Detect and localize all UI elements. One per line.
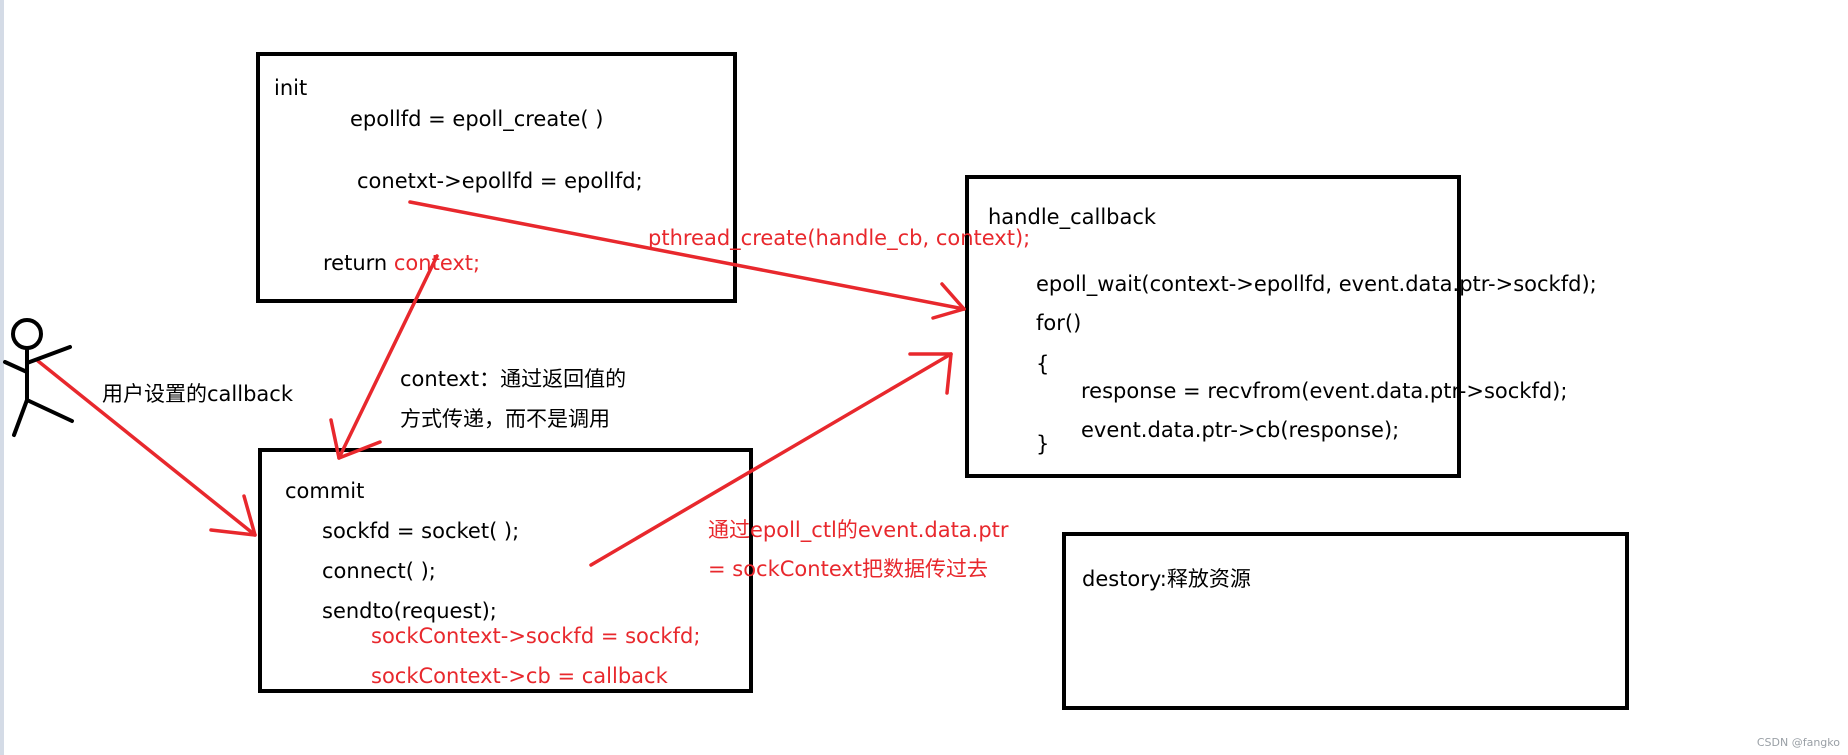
handle-callback-for-line: for() — [1036, 311, 1082, 335]
handle-callback-recvfrom-line: response = recvfrom(event.data.ptr->sock… — [1081, 379, 1568, 403]
init-epoll-create-line: epollfd = epoll_create( ) — [350, 107, 604, 131]
arrow-context-to-commit — [329, 254, 439, 460]
handle-callback-close-brace: } — [1036, 432, 1050, 456]
epoll-ctl-note-line1: 通过epoll_ctl的event.data.ptr — [708, 518, 1009, 542]
pthread-create-label: pthread_create(handle_cb, context); — [648, 226, 1031, 250]
arrow-user-to-commit — [36, 359, 257, 537]
commit-sendto-line: sendto(request); — [322, 599, 497, 623]
stick-figure-user-icon — [3, 318, 74, 437]
commit-socket-line: sockfd = socket( ); — [322, 519, 520, 543]
handle-callback-title: handle_callback — [988, 205, 1157, 229]
commit-connect-line: connect( ); — [322, 559, 436, 583]
commit-title: commit — [285, 479, 365, 503]
handle-callback-box — [965, 175, 1461, 478]
epoll-ctl-note-line2: = sockContext把数据传过去 — [708, 557, 989, 581]
arrow-init-to-handle-callback — [408, 200, 966, 320]
init-return-context: context; — [393, 251, 481, 275]
commit-sockcontext-sockfd-line: sockContext->sockfd = sockfd; — [371, 624, 701, 648]
handle-callback-open-brace: { — [1036, 352, 1050, 376]
init-box — [256, 52, 737, 303]
user-callback-label: 用户设置的callback — [102, 382, 293, 406]
context-note-line2: 方式传递，而不是调用 — [400, 407, 610, 431]
arrow-commit-to-handle-callback — [589, 352, 953, 567]
handle-callback-epoll-wait-line: epoll_wait(context->epollfd, event.data.… — [1036, 272, 1597, 296]
context-note-line1: context：通过返回值的 — [400, 367, 627, 391]
left-edge-rule — [0, 0, 4, 755]
init-return-keyword: return — [323, 251, 394, 275]
handle-callback-cb-line: event.data.ptr->cb(response); — [1081, 418, 1400, 442]
commit-sockcontext-cb-line: sockContext->cb = callback — [371, 664, 668, 688]
watermark: CSDN @fangko — [1756, 736, 1840, 749]
destroy-label: destory:释放资源 — [1082, 567, 1251, 591]
commit-box — [258, 448, 753, 693]
init-return-line: return context; — [323, 253, 480, 274]
init-context-assign-line: conetxt->epollfd = epollfd; — [357, 169, 643, 193]
destroy-box — [1062, 532, 1629, 710]
init-title: init — [274, 76, 308, 100]
